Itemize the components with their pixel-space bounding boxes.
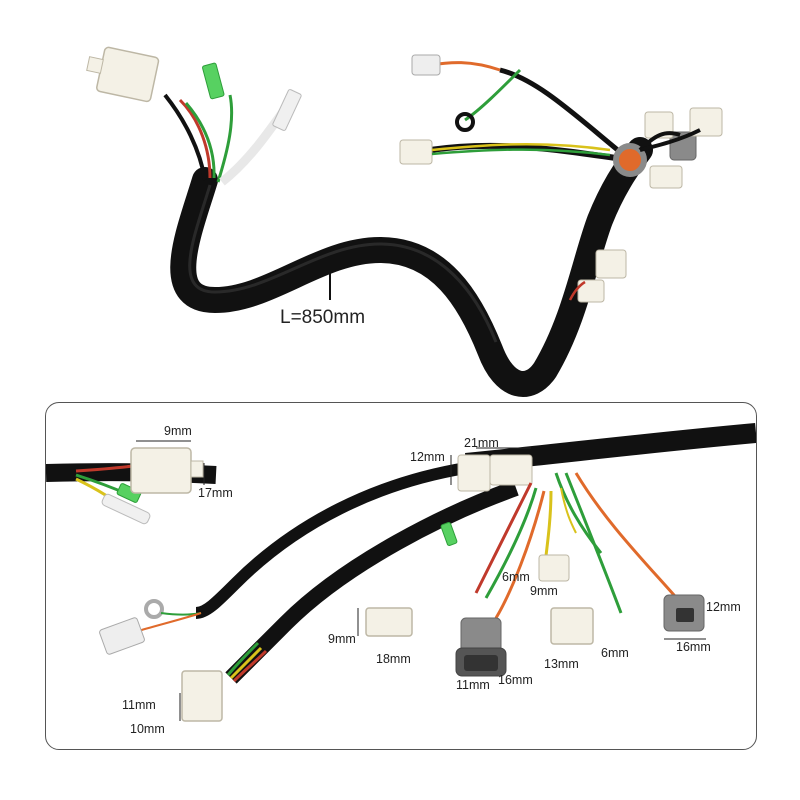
coupler-12x21-b xyxy=(489,454,533,486)
round-connector-orange xyxy=(613,143,647,177)
coupler-9x18 xyxy=(365,607,413,637)
detail-panel: 9mm 17mm 12mm 21mm 6mm 9mm 12mm 9mm 18mm… xyxy=(45,402,757,750)
coupler-6x9 xyxy=(538,554,570,582)
flat-terminal xyxy=(411,54,441,76)
coupler-mid xyxy=(399,139,433,165)
harness-overview-photo: L=850mm xyxy=(86,46,723,397)
ring-terminal xyxy=(455,112,475,132)
dim-label: 12mm xyxy=(706,600,741,614)
coupler-trunk-2 xyxy=(577,279,605,303)
coupler-11x10 xyxy=(181,670,223,722)
dim-label: 16mm xyxy=(676,640,711,654)
coupler-right-3 xyxy=(649,165,683,189)
dim-label: 11mm xyxy=(122,698,156,712)
main-sheath xyxy=(170,137,653,397)
length-label: L=850mm xyxy=(280,307,366,328)
dim-label: 12mm xyxy=(410,450,445,464)
harness-detail-drawing xyxy=(46,423,756,722)
gray-connector-11x16 xyxy=(455,617,507,677)
coupler-12x21-a xyxy=(457,454,491,492)
dim-label: 13mm xyxy=(544,657,579,671)
dim-label: 16mm xyxy=(498,673,533,687)
dim-label: 17mm xyxy=(198,486,233,500)
coupler-trunk-1 xyxy=(595,249,627,279)
dim-label: 6mm xyxy=(601,646,629,660)
dim-label: 9mm xyxy=(328,632,356,646)
flat-terminal-detail xyxy=(99,617,145,655)
coupler-left xyxy=(86,46,160,103)
green-terminal xyxy=(202,62,225,100)
harness-overview-drawing xyxy=(86,46,723,397)
dim-label: 9mm xyxy=(164,424,192,438)
dim-label: 21mm xyxy=(464,436,499,450)
white-terminal xyxy=(272,89,302,131)
ring-terminal-detail xyxy=(144,599,164,619)
dim-label: 6mm xyxy=(502,570,530,584)
green-sleeve-2 xyxy=(440,522,458,546)
coupler-13x6 xyxy=(550,607,594,645)
dim-label: 18mm xyxy=(376,652,411,666)
dim-label: 9mm xyxy=(530,584,558,598)
coupler-9x17 xyxy=(130,447,204,494)
dim-label: 10mm xyxy=(130,722,165,736)
dim-label: 11mm xyxy=(456,678,490,692)
bullet-terminal xyxy=(101,493,151,525)
